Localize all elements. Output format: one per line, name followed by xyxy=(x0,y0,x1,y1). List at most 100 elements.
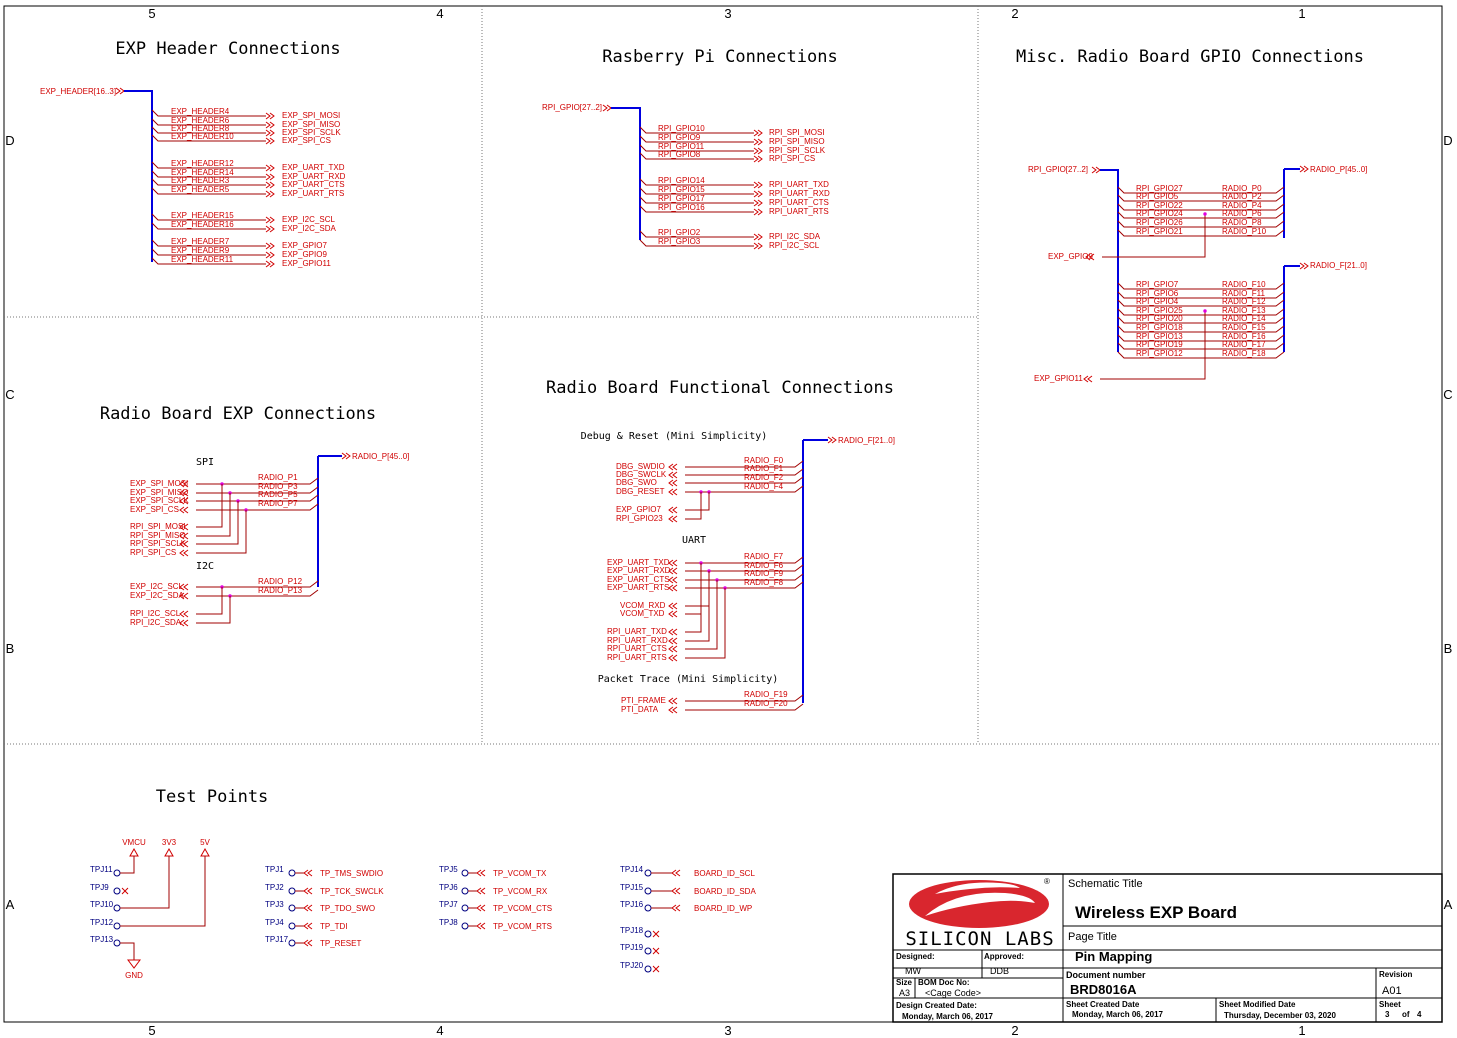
wire xyxy=(238,494,319,502)
test-point-circle xyxy=(113,939,121,947)
offpage-connector xyxy=(668,559,678,567)
net-label: RPI_UART_TXD xyxy=(769,180,829,189)
net-label: RPI_GPIO25 xyxy=(1136,306,1183,315)
net-label: PTI_FRAME xyxy=(621,696,666,705)
wire xyxy=(685,460,804,468)
net-label: RADIO_F7 xyxy=(744,552,784,561)
wire xyxy=(639,178,754,186)
wire xyxy=(685,571,710,642)
net-label: RPI_GPIO24 xyxy=(1136,209,1183,218)
offpage-connector xyxy=(476,887,486,895)
offpage-connector xyxy=(668,576,678,584)
wire xyxy=(120,856,170,909)
revision-label: Revision xyxy=(1379,970,1412,979)
net-label: EXP_HEADER6 xyxy=(171,116,230,125)
net-label: EXP_SPI_MOSI xyxy=(130,479,188,488)
section-title-exp-header: EXP Header Connections xyxy=(115,39,340,59)
net-label: EXP_I2C_SDA xyxy=(130,591,184,600)
ground-symbol xyxy=(127,959,141,969)
wire xyxy=(196,587,223,615)
net-label: RADIO_P0 xyxy=(1222,184,1262,193)
zone-row-label: A xyxy=(1444,897,1453,912)
offpage-connector xyxy=(179,532,189,540)
net-label: EXP_HEADER16 xyxy=(171,220,234,229)
offpage-connector xyxy=(265,173,275,181)
design-created-value: Monday, March 06, 2017 xyxy=(902,1012,994,1021)
offpage-connector xyxy=(671,887,681,895)
net-label: RADIO_P8 xyxy=(1222,218,1262,227)
net-label: RPI_UART_RTS xyxy=(607,653,667,662)
wire xyxy=(151,213,266,221)
offpage-connector xyxy=(753,181,763,189)
net-label: RADIO_P10 xyxy=(1222,227,1267,236)
test-point-label: TPJ2 xyxy=(265,883,284,892)
offpage-connector xyxy=(265,164,275,172)
sheet-created-value: Monday, March 06, 2017 xyxy=(1072,1010,1164,1019)
wire xyxy=(151,134,266,142)
offpage-connector xyxy=(265,190,275,198)
net-label: RPI_SPI_MISO xyxy=(130,531,186,540)
power-label: 5V xyxy=(200,838,210,847)
wire xyxy=(1117,334,1285,342)
net-label: RADIO_F19 xyxy=(744,690,788,699)
net-label: EXP_GPIO9 xyxy=(1048,252,1093,261)
net-label: RPI_GPIO12 xyxy=(1136,349,1183,358)
test-point-label: TPJ10 xyxy=(90,900,114,909)
bus-line xyxy=(1100,169,1119,352)
wire xyxy=(151,178,266,186)
offpage-connector xyxy=(668,471,678,479)
offpage-connector xyxy=(668,610,678,618)
net-label: RADIO_F1 xyxy=(744,464,784,473)
test-point-circle xyxy=(113,869,121,877)
test-point-net: TP_TMS_SWDIO xyxy=(320,869,383,878)
test-point-label: TPJ15 xyxy=(620,883,644,892)
section-title-radio-exp: Radio Board EXP Connections xyxy=(100,404,376,424)
net-label: RADIO_F16 xyxy=(1222,332,1266,341)
test-point-net: TP_TCK_SWCLK xyxy=(320,887,384,896)
wire xyxy=(639,144,754,152)
offpage-connector xyxy=(179,592,189,600)
test-point-circle xyxy=(461,887,469,895)
bom-value: <Cage Code> xyxy=(925,988,981,998)
net-label: EXP_SPI_SCLK xyxy=(130,496,189,505)
designed-value: MW xyxy=(905,966,921,976)
test-point-label: TPJ6 xyxy=(439,883,458,892)
net-label: RPI_I2C_SDA xyxy=(130,618,182,627)
power-symbol xyxy=(129,847,139,857)
offpage-connector xyxy=(265,121,275,129)
offpage-connector xyxy=(753,190,763,198)
wire xyxy=(639,187,754,195)
net-label: EXP_UART_RXD xyxy=(607,566,671,575)
net-label: DBG_SWDIO xyxy=(616,462,665,471)
offpage-connector xyxy=(753,208,763,216)
net-label: RPI_SPI_CS xyxy=(769,154,815,163)
offpage-connector xyxy=(179,583,189,591)
offpage-connector xyxy=(753,199,763,207)
power-label: VMCU xyxy=(122,838,146,847)
net-label: RPI_SPI_MOSI xyxy=(130,522,186,531)
design-created-label: Design Created Date: xyxy=(896,1001,977,1010)
wire xyxy=(196,580,319,588)
zone-labels: 5 4 3 2 1 5 4 3 2 1 D C B A D C B A xyxy=(5,6,1452,1038)
wire xyxy=(196,484,223,528)
offpage-connector xyxy=(265,137,275,145)
net-label: RPI_SPI_MISO xyxy=(769,137,825,146)
wire xyxy=(120,942,135,960)
wire xyxy=(151,257,266,265)
test-point-circle xyxy=(113,922,121,930)
docnum-value: BRD8016A xyxy=(1070,982,1137,997)
net-label: EXP_UART_RTS xyxy=(607,583,669,592)
wire xyxy=(196,510,247,554)
offpage-connector xyxy=(668,628,678,636)
net-label: RADIO_P1 xyxy=(258,473,298,482)
zone-col-label: 1 xyxy=(1298,6,1305,21)
net-label: PTI_DATA xyxy=(621,705,659,714)
net-label: EXP_HEADER4 xyxy=(171,107,230,116)
net-label: EXP_SPI_MOSI xyxy=(282,111,340,120)
gnd-label: GND xyxy=(125,971,143,980)
test-point-circle xyxy=(288,939,296,947)
wire xyxy=(639,152,754,160)
offpage-connector xyxy=(668,488,678,496)
offpage-connector xyxy=(265,181,275,189)
wire xyxy=(1117,342,1285,350)
